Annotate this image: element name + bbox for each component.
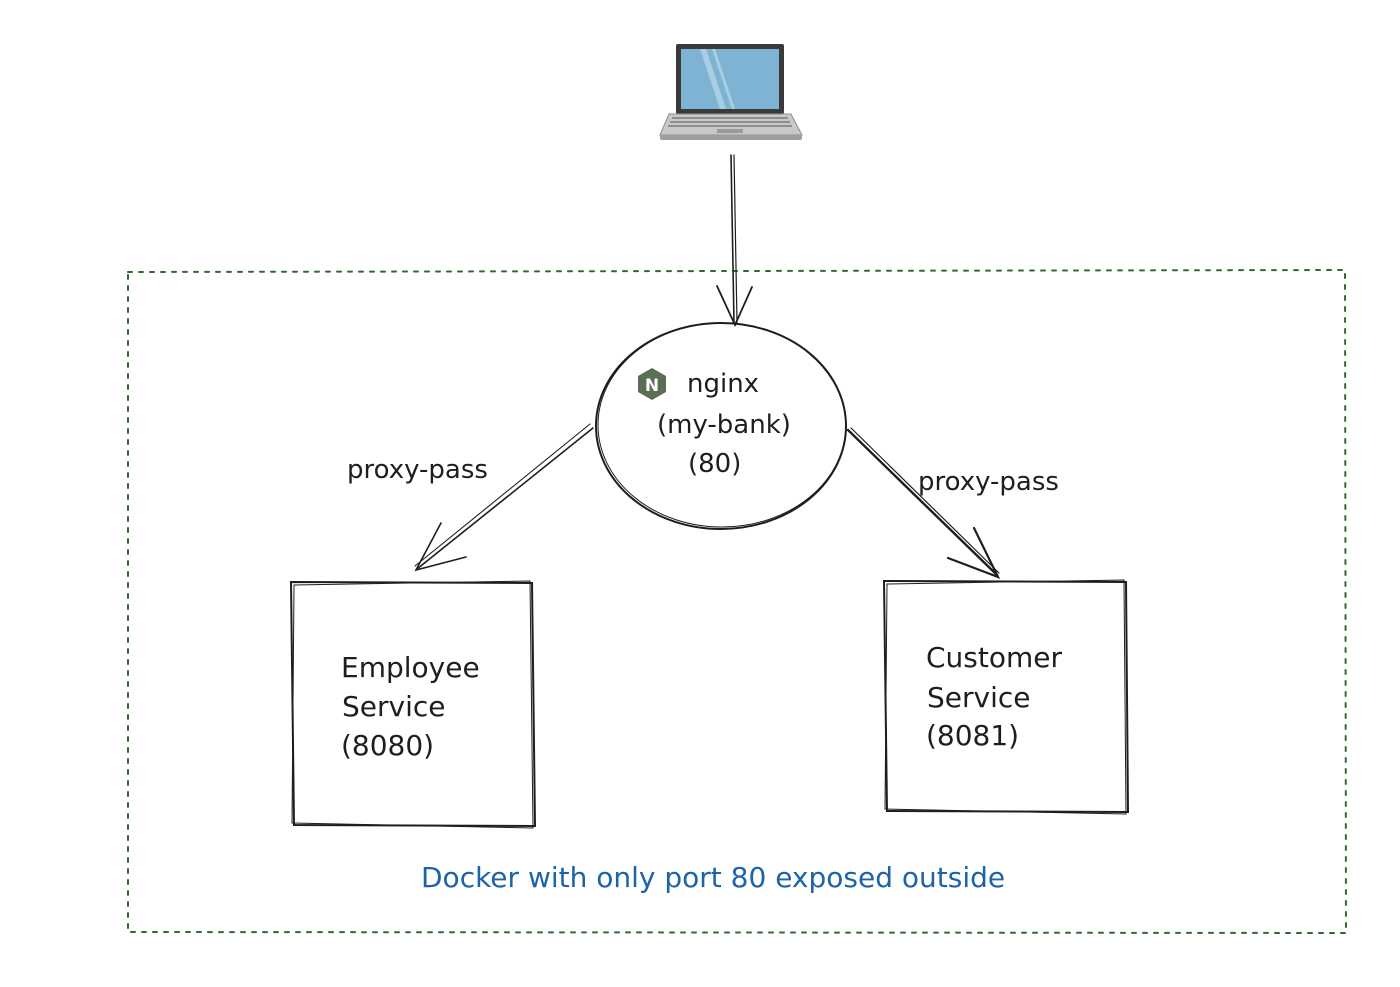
nginx-logo-icon: N bbox=[638, 368, 666, 400]
client-to-nginx-arrow bbox=[716, 154, 753, 328]
nginx-subtitle: (my-bank) bbox=[657, 410, 791, 440]
customer-service-line1: Customer bbox=[926, 641, 1062, 674]
nginx-node: N nginx (my-bank) (80) bbox=[595, 322, 847, 530]
nginx-logo-letter: N bbox=[645, 376, 659, 396]
nginx-port: (80) bbox=[688, 449, 741, 479]
proxy-pass-left-arrow bbox=[414, 423, 594, 572]
docker-container bbox=[127, 268, 1348, 935]
customer-service-line2: Service bbox=[927, 681, 1030, 714]
laptop-icon bbox=[659, 44, 803, 140]
customer-service-node: Customer Service (8081) bbox=[882, 579, 1130, 815]
customer-service-port: (8081) bbox=[926, 719, 1019, 752]
proxy-pass-left-label: proxy-pass bbox=[347, 455, 488, 485]
proxy-pass-right-label: proxy-pass bbox=[918, 467, 1059, 497]
employee-service-node: Employee Service (8080) bbox=[289, 580, 537, 829]
employee-service-line1: Employee bbox=[341, 651, 480, 684]
docker-caption: Docker with only port 80 exposed outside bbox=[421, 861, 1005, 894]
employee-service-port: (8080) bbox=[341, 729, 434, 762]
nginx-label: nginx bbox=[687, 369, 759, 399]
employee-service-line2: Service bbox=[342, 690, 445, 723]
proxy-pass-right-arrow bbox=[846, 427, 1001, 580]
